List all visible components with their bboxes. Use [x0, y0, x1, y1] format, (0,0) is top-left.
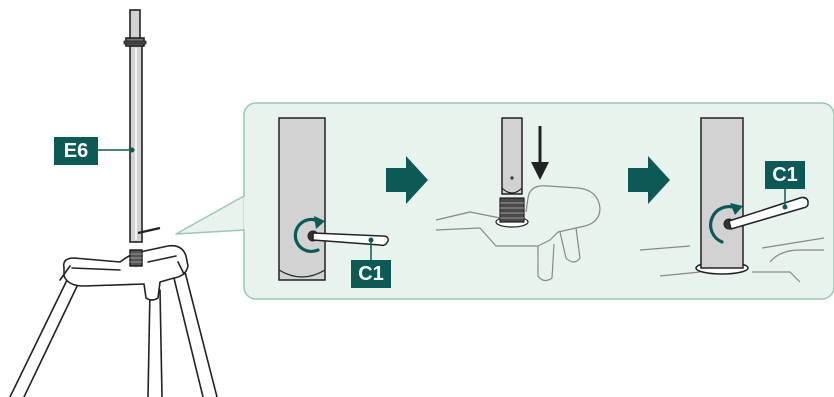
pole-upper-tube [129, 9, 141, 41]
right-arrow-icon [628, 156, 670, 204]
small-hex-wrench [137, 226, 161, 235]
rotate-icon [709, 205, 738, 244]
step1-detail [278, 117, 389, 281]
pole-e6 [123, 9, 161, 243]
step3-tube [700, 117, 744, 269]
tripod-leg-left [9, 277, 81, 397]
part-label-c1-step1: C1 [351, 260, 391, 288]
callout-pointer [175, 195, 245, 235]
step2-hub-outline [435, 185, 601, 247]
tripod-stand [9, 244, 218, 397]
down-arrow-icon [531, 126, 549, 180]
right-arrow-icon [386, 156, 428, 204]
tripod-hub [62, 244, 189, 301]
tripod-leg-right [171, 267, 218, 397]
step2-detail [435, 117, 601, 282]
tripod-leg-middle [147, 289, 163, 397]
step2-tube [501, 117, 523, 195]
step3-detail [639, 117, 825, 283]
step3-hex-wrench [728, 196, 809, 230]
rotate-icon [293, 217, 322, 254]
part-label-e6: E6 [54, 137, 98, 165]
part-label-c1-step3: C1 [765, 161, 805, 189]
step1-hex-wrench [312, 232, 389, 247]
step1-tube [278, 117, 326, 281]
